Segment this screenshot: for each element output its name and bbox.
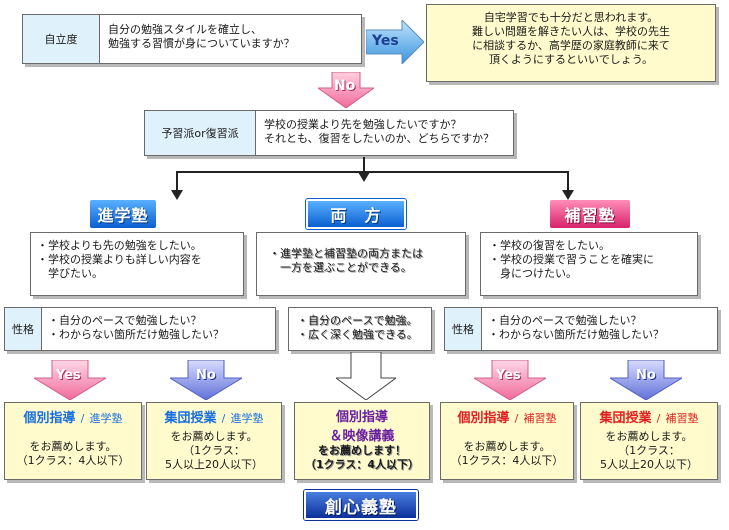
left-desc-box: ・学校よりも先の勉強をしたい。 ・学校の授業よりも詳しい内容を 学びたい。 (30, 232, 244, 296)
label-yes-left: Yes (56, 368, 81, 383)
arrow-center (336, 352, 396, 400)
right-personality-label: 性格 (445, 308, 482, 350)
connector-left (176, 171, 178, 193)
header-shingakujuku: 進学塾 (90, 200, 156, 228)
study-style-question: 学校の授業より先を勉強したいですか？ それとも、復習をしたいのか、どちらですか？ (264, 118, 495, 145)
arrow-no-left (170, 360, 242, 400)
label-no-left: No (196, 368, 216, 383)
right-personality-box: 性格 ・自分のペースで勉強したい？ ・わからない箇所だけ勉強したい？ (444, 307, 718, 351)
yes-note-box: 自宅学習でも十分だと思われます。 難しい問題を解きたい人は、学校の先生 に相談す… (426, 4, 716, 82)
connector-vertical-main (363, 157, 365, 172)
arrow-no-right (610, 360, 682, 400)
left-personality-label: 性格 (5, 308, 42, 350)
connector-left-arrow (171, 190, 183, 200)
rec-box-3: 個別指導 ＆映像講義 をお薦めします！ （1クラス：4人以下） (294, 402, 430, 480)
study-style-box: 予習派or復習派 学校の授業より先を勉強したいですか？ それとも、復習をしたいの… (144, 110, 514, 156)
header-ryoho: 両 方 (306, 199, 406, 229)
study-style-label: 予習派or復習派 (145, 111, 256, 155)
arrow-yes-left (34, 360, 106, 400)
yes-arrow-right (366, 20, 424, 64)
rec-box-5: 集団授業 / 補習塾 をお薦めします。 （1クラス： 5人以上20人以下） (580, 402, 718, 480)
independence-question: 自分の勉強スタイルを確立し、 勉強する習慣が身についていますか？ (108, 23, 295, 50)
connector-right (567, 171, 569, 193)
label-no-right: No (636, 368, 656, 383)
header-hoshujuku: 補習塾 (550, 200, 630, 228)
independence-box: 自立度 自分の勉強スタイルを確立し、 勉強する習慣が身についていますか？ (22, 14, 362, 64)
connector-center-arrow (358, 172, 370, 182)
no-label-top: No (334, 78, 356, 94)
center-traits-box: ・自分のペースで勉強。 ・広く深く勉強できる。 (288, 307, 432, 351)
no-arrow-down (318, 72, 374, 108)
label-yes-right: Yes (496, 368, 521, 383)
right-desc-box: ・学校の復習をしたい。 ・学校の授業で習うことを確実に 身につけたい。 (480, 232, 698, 296)
yes-label-top: Yes (372, 33, 399, 49)
connector-horizontal (176, 171, 569, 173)
center-desc-box: ・進学塾と補習塾の両方または 一方を選ぶことができる。 (256, 232, 466, 296)
connector-right-arrow (562, 190, 574, 200)
rec-box-1: 個別指導 / 進学塾 をお薦めします。 （1クラス：4人以下） (4, 402, 142, 480)
rec-box-4: 個別指導 / 補習塾 をお薦めします。 （1クラス：4人以下） (440, 402, 574, 480)
brand-sousin-gijuku[interactable]: 創心義塾 (304, 490, 418, 520)
left-personality-box: 性格 ・自分のペースで勉強したい？ ・わからない箇所だけ勉強したい？ (4, 307, 276, 351)
right-personality-items: ・自分のペースで勉強したい？ ・わからない箇所だけ勉強したい？ (488, 314, 664, 341)
arrow-yes-right (474, 360, 546, 400)
left-personality-items: ・自分のペースで勉強したい？ ・わからない箇所だけ勉強したい？ (48, 314, 224, 341)
rec-box-2: 集団授業 / 進学塾 をお薦めします。 （1クラス： 5人以上20人以下） (146, 402, 282, 480)
independence-label: 自立度 (23, 15, 100, 63)
